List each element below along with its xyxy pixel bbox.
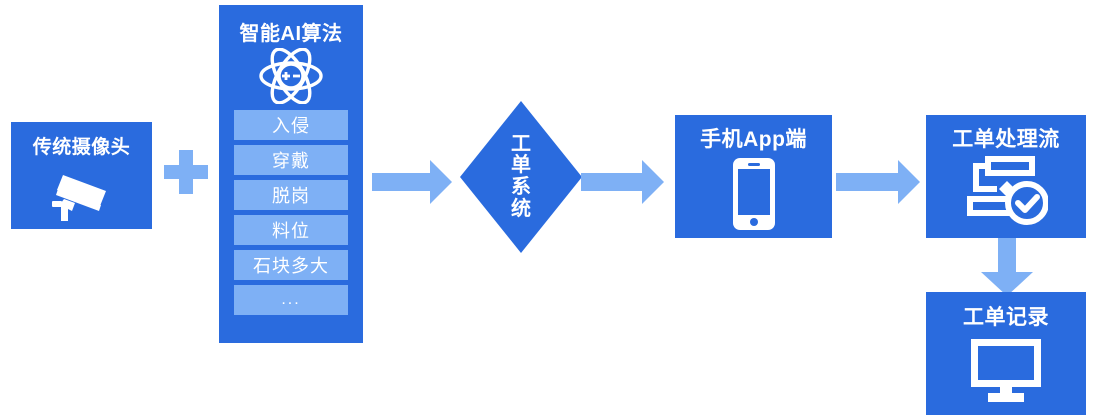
camera-node-label: 传统摄像头 xyxy=(32,137,131,158)
arrow-shaft xyxy=(581,173,644,191)
node-traditional-camera[interactable]: 传统摄像头 xyxy=(11,122,152,229)
work-order-system-label-line: 单 xyxy=(511,154,531,177)
work-order-process-label: 工单处理流 xyxy=(952,128,1060,151)
workflow-check-icon xyxy=(964,155,1048,227)
arrow-ai-to-system xyxy=(372,160,452,204)
atom-icon xyxy=(258,48,324,104)
ai-tag-item[interactable]: 入侵 xyxy=(234,110,348,140)
work-order-system-label: 工 单 系 统 xyxy=(460,101,582,253)
ai-tag-item[interactable]: 料位 xyxy=(234,215,348,245)
node-work-order-process[interactable]: 工单处理流 xyxy=(926,115,1086,238)
ai-tag-item-more[interactable]: ... xyxy=(234,285,348,315)
arrow-head xyxy=(642,160,664,204)
work-order-system-label-line: 工 xyxy=(511,132,531,155)
arrow-head xyxy=(430,160,452,204)
monitor-icon xyxy=(966,335,1046,405)
arrow-app-to-process xyxy=(836,160,920,204)
arrow-system-to-app xyxy=(581,160,664,204)
node-mobile-app[interactable]: 手机App端 xyxy=(675,115,832,238)
ai-tag-list: 入侵 穿戴 脱岗 料位 石块多大 ... xyxy=(219,110,363,315)
node-ai-algorithm[interactable]: 智能AI算法 入侵 穿戴 脱岗 料位 石块多大 ... xyxy=(219,5,363,343)
plus-icon xyxy=(164,150,208,194)
arrow-shaft xyxy=(998,238,1016,274)
ai-tag-item[interactable]: 脱岗 xyxy=(234,180,348,210)
work-order-record-label: 工单记录 xyxy=(963,306,1049,329)
mobile-app-label: 手机App端 xyxy=(700,128,807,151)
ai-tag-item[interactable]: 穿戴 xyxy=(234,145,348,175)
plus-icon-vertical-bar xyxy=(179,150,193,194)
work-order-system-label-line: 系 xyxy=(511,176,531,198)
work-order-system-label-line: 统 xyxy=(511,197,531,220)
smartphone-icon xyxy=(728,156,780,232)
arrow-shaft xyxy=(836,173,900,191)
cctv-camera-icon xyxy=(44,163,120,225)
ai-node-label: 智能AI算法 xyxy=(239,23,343,45)
ai-tag-item[interactable]: 石块多大 xyxy=(234,250,348,280)
node-work-order-record[interactable]: 工单记录 xyxy=(926,292,1086,415)
arrow-head xyxy=(898,160,920,204)
arrow-process-to-record xyxy=(981,238,1033,296)
arrow-shaft xyxy=(372,173,432,191)
node-work-order-system[interactable]: 工 单 系 统 xyxy=(460,101,582,253)
